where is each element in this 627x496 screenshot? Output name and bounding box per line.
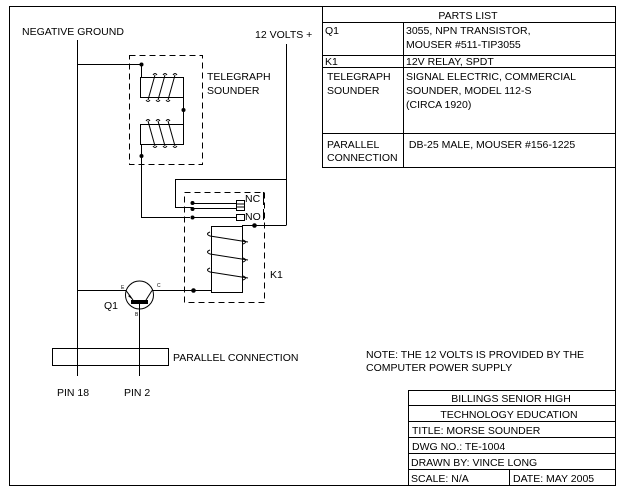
department-name: TECHNOLOGY EDUCATION: [440, 409, 577, 421]
telegraph-sounder-label-2: SOUNDER: [207, 85, 260, 97]
nc-label: NC: [245, 193, 261, 205]
parts-list-title: PARTS LIST: [438, 10, 498, 22]
collector-label: C: [157, 283, 161, 289]
part-sounder-desc-1: SIGNAL ELECTRIC, COMMERCIAL: [406, 71, 576, 83]
part-sounder-desc-2: SOUNDER, MODEL 112-S: [406, 85, 531, 97]
part-parallel-desc: DB-25 MALE, MOUSER #156-1225: [406, 139, 575, 151]
part-q1-desc-2: MOUSER #511-TIP3055: [406, 39, 521, 51]
junction-dot: [252, 223, 257, 228]
nc-loop-wire: [175, 179, 287, 208]
part-sounder-2: SOUNDER: [327, 85, 380, 97]
parts-list-table: [322, 6, 616, 168]
note-line-2: COMPUTER POWER SUPPLY: [366, 362, 512, 374]
school-name: BILLINGS SENIOR HIGH: [451, 393, 571, 405]
drawing-frame: [9, 6, 616, 486]
transistor-q1: [77, 280, 154, 376]
no-label: NO: [245, 211, 261, 223]
drawing-title: TITLE: MORSE SOUNDER: [412, 425, 541, 437]
twelve-volts-label: 12 VOLTS +: [255, 29, 312, 41]
junction-dot: [191, 288, 196, 293]
q1-label: Q1: [104, 300, 118, 312]
parallel-connection-box: [52, 348, 169, 366]
part-parallel-2: CONNECTION: [327, 152, 398, 164]
part-sounder-desc-3: (CIRCA 1920): [406, 99, 471, 111]
date: DATE: MAY 2005: [513, 473, 594, 485]
drawing-number: DWG NO.: TE-1004: [412, 441, 505, 453]
part-q1-desc-1: 3055, NPN TRANSISTOR,: [406, 25, 531, 37]
sounder-to-no-wire: [141, 144, 190, 218]
k1-label: K1: [270, 269, 283, 281]
relay-k1-box: [184, 192, 265, 303]
part-q1: Q1: [325, 25, 339, 37]
scale: SCALE: N/A: [411, 473, 469, 485]
part-k1: K1: [325, 56, 338, 68]
pin18-label: PIN 18: [57, 387, 89, 399]
no-contact: [190, 214, 245, 221]
drawn-by: DRAWN BY: VINCE LONG: [411, 457, 537, 469]
nc-contact: [190, 200, 245, 211]
junction-dot: [139, 62, 144, 67]
title-block: [408, 390, 616, 486]
telegraph-sounder-label-1: TELEGRAPH: [207, 71, 271, 83]
part-parallel-1: PARALLEL: [327, 139, 379, 151]
ground-to-sounder-wire: [77, 64, 142, 78]
part-sounder-1: TELEGRAPH: [327, 71, 391, 83]
sounder-coil-2: [140, 119, 184, 148]
parallel-connection-label: PARALLEL CONNECTION: [173, 352, 298, 364]
emitter-label: E: [121, 285, 125, 291]
relay-coil: [207, 226, 249, 293]
part-k1-desc: 12V RELAY, SPDT: [406, 56, 494, 68]
junction-dot: [181, 108, 186, 112]
junction-dot: [139, 154, 144, 158]
pin2-label: PIN 2: [124, 387, 150, 399]
telegraph-sounder-box: [129, 55, 203, 165]
base-label: B: [135, 312, 139, 318]
negative-ground-label: NEGATIVE GROUND: [22, 26, 124, 38]
sounder-coil-1: [140, 73, 184, 102]
note-line-1: NOTE: THE 12 VOLTS IS PROVIDED BY THE: [366, 349, 584, 361]
